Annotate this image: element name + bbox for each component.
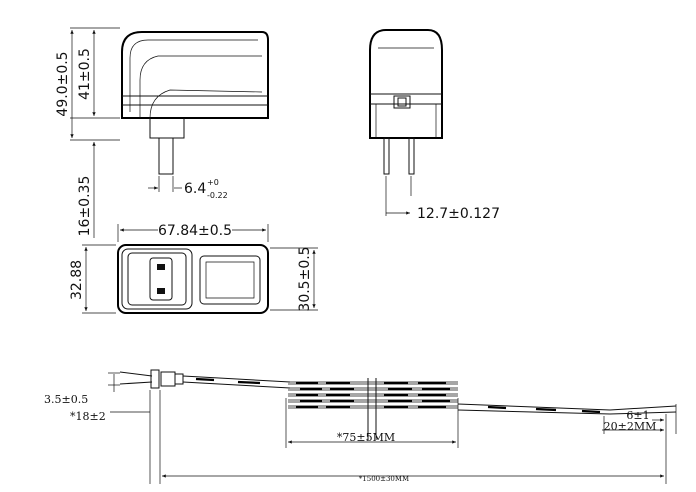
total-length-label: *1500±30MM [359,475,409,483]
pin-length-label: 16±0.35 [77,176,93,237]
side-view [70,27,269,238]
pin-width-label: 6.4 [184,181,206,197]
tip-strip-label: 6±1 [626,409,649,422]
pin-width-tol-upper: +0 [207,178,219,187]
strip-gap-label: 3.5±0.5 [44,393,88,406]
body-length-label: 67.84±0.5 [158,223,232,239]
pin-width-tol-lower: -0.22 [207,191,228,200]
strain-relief-label: *18±2 [70,410,106,423]
bundle-length-label: *75±5MM [337,431,395,444]
tail-length-label: 20±2MM [604,420,657,433]
body-height-label: 41±0.5 [77,48,93,100]
total-height-label: 49.0±0.5 [55,51,71,116]
front-view [369,29,443,216]
cable-drawing [108,369,677,484]
body-width-label: 32.88 [69,260,85,300]
top-view [82,224,318,314]
face-height-label: 30.5±0.5 [297,246,313,311]
pin-spacing-label: 12.7±0.127 [417,206,500,222]
